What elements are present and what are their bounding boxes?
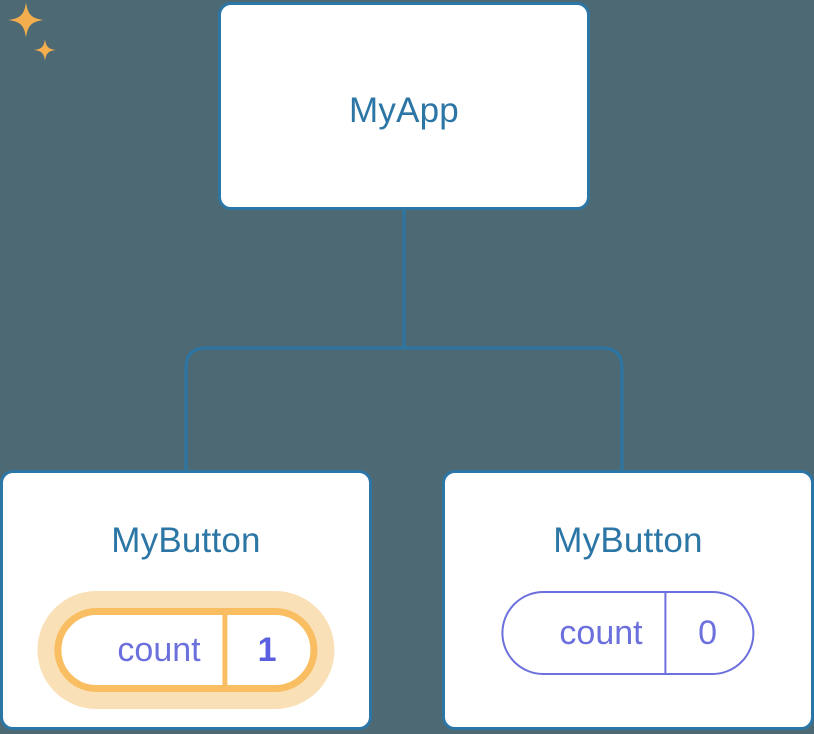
component-card-mybutton-right[interactable]: MyButton count 0: [442, 470, 814, 730]
sparkle-large-icon: [8, 2, 44, 38]
sparkle-small-icon: [34, 39, 56, 61]
state-pill-left[interactable]: count 1: [37, 591, 335, 709]
state-pill-value-right: 0: [664, 593, 753, 673]
component-card-root[interactable]: MyApp: [218, 2, 590, 210]
state-pill-right[interactable]: count 0: [501, 591, 755, 675]
component-title-myapp: MyApp: [349, 91, 459, 130]
connector-branch-bar: [184, 346, 624, 470]
component-title-mybutton-right: MyButton: [553, 521, 703, 560]
state-pill-value-left: 1: [222, 615, 311, 685]
state-pill-label-right: count: [559, 613, 643, 652]
sparkle-group: [8, 2, 56, 61]
state-pill-label-left: count: [117, 630, 201, 669]
component-card-mybutton-left[interactable]: MyButton count 1: [0, 470, 372, 730]
component-title-mybutton-left: MyButton: [111, 521, 261, 560]
